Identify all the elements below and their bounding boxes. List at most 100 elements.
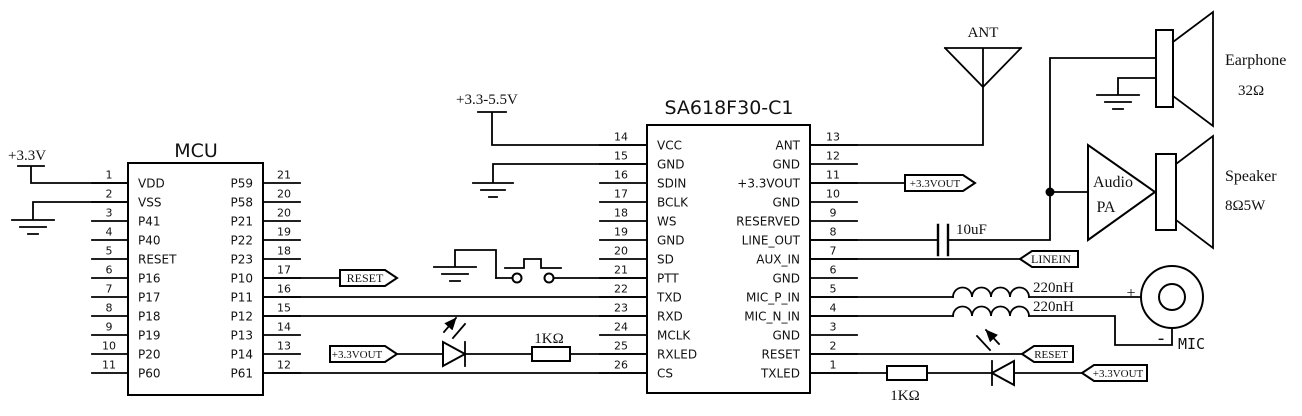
pin-number: 12 [826,150,840,163]
resistor-value: 1KΩ [534,331,563,347]
pin-number: 21 [277,169,291,182]
pin-label: TXLED [760,367,800,381]
auxin-circuit: LINEIN [809,250,1079,268]
amplifier-icon [1087,143,1157,242]
mic-inner-circle [1158,283,1186,311]
radio-left-pins: 14VCC15GND16SDIN17BCLK18WS19GND20SD21PTT… [599,131,697,381]
pin-label: GND [657,234,685,248]
pin-number: 15 [614,150,628,163]
led-light-arrows [977,330,999,352]
pin-label: GND [657,158,685,172]
mic-n-wire2 [1028,315,1173,346]
pin-label: VCC [657,139,682,153]
vdd-wire [17,165,129,184]
pin-label: MIC_P_IN [746,291,800,305]
rxled-circuit: +3.3VOUT 1KΩ [329,318,648,368]
pin-label: WS [657,215,676,229]
lineout-wires [809,57,1157,241]
flag-label: +3.3VOUT [332,349,383,361]
pin-label: GND [772,272,800,286]
pin-number: 24 [614,321,628,334]
pin-number: 10 [102,340,116,353]
pin-label: TXD [656,291,682,305]
mic-circuit: 220nH 220nH + - MIC [809,265,1205,353]
resistor-icon [531,346,571,362]
pin-label: GND [772,158,800,172]
pin-number: 17 [614,188,628,201]
speaker-horn-icon [1174,134,1214,250]
pin-label: RXLED [657,348,697,362]
mcu-right-pins: 21P5920P5820P2119P2218P2317P1016P1115P12… [230,169,301,381]
amp-label-1: Audio [1093,174,1133,191]
speaker-driver [1155,153,1177,231]
pin-number: 1 [106,169,113,182]
pin-number: 25 [614,340,628,353]
inductor-icon [952,305,1030,317]
pin-number: 1 [830,359,837,372]
pin-label: P16 [138,272,161,286]
pin-number: 18 [277,245,291,258]
led-icon [989,359,1015,387]
pin-label: P23 [230,253,253,267]
pin-label: LINE_OUT [742,234,801,248]
pin-label: VSS [138,196,161,210]
radio-title: SA618F30-C1 [665,97,794,119]
inductor-value: 220nH [1033,280,1074,296]
pin-number: 13 [826,131,840,144]
pin-number: 10 [826,188,840,201]
pin-label: P19 [138,329,161,343]
mcu-block: MCU 1VDD2VSS3P414P405RESET6P167P178P189P… [91,140,301,396]
antenna-label: ANT [968,25,999,41]
vcc-wire [477,111,648,146]
button-terminal [511,272,523,284]
resistor-icon [886,365,928,381]
mic-label: MIC [1178,335,1205,353]
pin-number: 16 [277,283,291,296]
pin-label: P21 [230,215,253,229]
pin-label: P13 [230,329,253,343]
antenna-circuit: ANT [809,25,1023,146]
pin-number: 7 [830,245,837,258]
pin-label: P59 [230,177,253,191]
pin-label: RESET [762,348,801,362]
earphone-name: Earphone [1225,52,1286,69]
earphone-horn-icon [1171,10,1214,128]
flag-label: +3.3VOUT [1093,368,1144,380]
inductor-value: 220nH [1033,299,1074,315]
pin-number: 20 [277,188,291,201]
pin-label: GND [772,196,800,210]
radio-gnd15-wire [472,163,648,198]
pin-number: 8 [106,302,113,315]
pin-label: +3.3VOUT [737,177,800,191]
pin-label: MCLK [657,329,691,343]
pin-label: P12 [230,310,253,324]
pin-number: 5 [830,283,837,296]
pin-number: 3 [830,321,837,334]
audio-pa-speaker: Audio PA Speaker 8Ω5W [1087,134,1277,250]
pin-label: RESET [138,253,177,267]
pin-number: 4 [830,302,837,315]
pin-number: 9 [106,321,113,334]
ptt-ground [433,249,497,282]
pin-number: 12 [277,359,291,372]
radio-power-rail: +3.3-5.5V [456,92,648,198]
radio-reset-flag: RESET [809,345,1074,363]
pin-label: P17 [138,291,161,305]
pin-number: 11 [102,359,116,372]
pin-label: VDD [138,177,165,191]
radio-supply-label: +3.3-5.5V [456,92,518,108]
flag-left-icon [1080,364,1148,382]
earphone-ground [1096,77,1157,110]
resistor-value: 1KΩ [890,388,919,404]
pin-number: 7 [106,283,113,296]
pin-label: P20 [138,348,161,362]
pin-label: P14 [230,348,253,362]
pin-number: 14 [614,131,628,144]
pin-number: 26 [614,359,628,372]
junction-dot [1045,187,1055,197]
speaker-name: Speaker [1225,168,1277,185]
flag-left-icon [1020,345,1074,363]
pin-number: 23 [614,302,628,315]
